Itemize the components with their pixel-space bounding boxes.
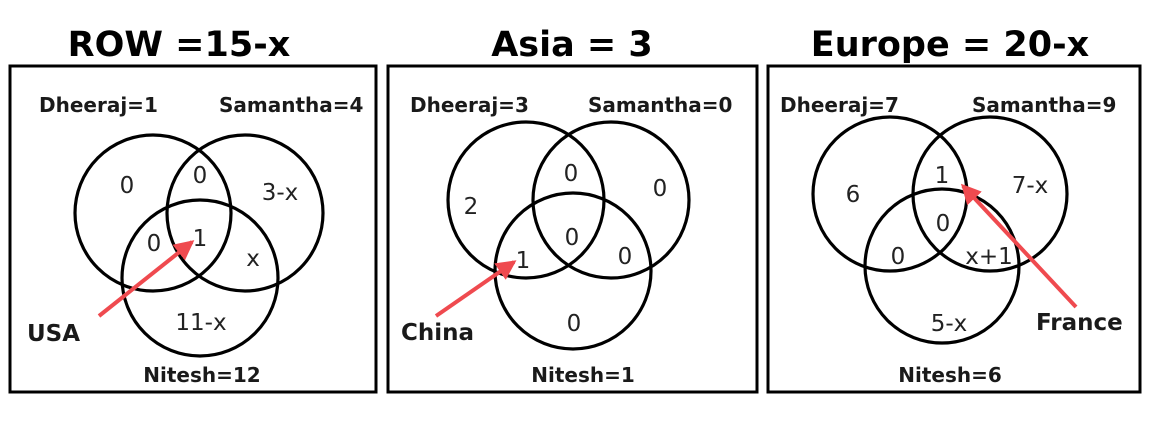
panel-title: Asia = 3 — [491, 25, 653, 65]
region-nitesh-only: 5-x — [931, 311, 968, 337]
set-label-dheeraj: Dheeraj=7 — [780, 93, 899, 117]
callout-arrow — [97, 240, 195, 318]
circle-samantha — [531, 120, 691, 280]
region-dheeraj-only: 0 — [120, 173, 135, 199]
region-samantha-nitesh: 0 — [618, 244, 633, 270]
region-samantha-only: 7-x — [1012, 173, 1049, 199]
panel-row: ROW =15-x Dheeraj=1 Samantha=4 Nitesh=12… — [8, 25, 378, 394]
region-center: 0 — [565, 225, 580, 251]
set-label-nitesh: Nitesh=1 — [531, 363, 635, 387]
region-dheeraj-nitesh: 1 — [516, 248, 531, 274]
panel-frame — [386, 64, 759, 394]
panel-europe: Europe = 20-x Dheeraj=7 Samantha=9 Nites… — [766, 25, 1142, 394]
set-label-samantha: Samantha=4 — [219, 93, 363, 117]
panel-title: ROW =15-x — [68, 25, 291, 65]
circle-samantha — [165, 133, 325, 293]
region-nitesh-only: 11-x — [175, 310, 226, 336]
callout-label: USA — [27, 321, 80, 347]
set-label-samantha: Samantha=0 — [588, 93, 732, 117]
region-samantha-nitesh: x — [246, 246, 260, 272]
set-label-samantha: Samantha=9 — [972, 93, 1116, 117]
region-samantha-only: 3-x — [262, 180, 299, 206]
region-dheeraj-only: 6 — [846, 182, 861, 208]
set-label-dheeraj: Dheeraj=1 — [39, 93, 158, 117]
region-samantha-only: 0 — [653, 176, 668, 202]
region-samantha-nitesh: x+1 — [965, 244, 1013, 270]
set-label-nitesh: Nitesh=6 — [898, 363, 1002, 387]
region-center: 0 — [936, 211, 951, 237]
region-dheeraj-samantha: 0 — [193, 163, 208, 189]
callout-label: France — [1036, 310, 1123, 336]
region-dheeraj-samantha: 1 — [935, 163, 950, 189]
panel-title: Europe = 20-x — [811, 25, 1090, 65]
circle-nitesh — [863, 187, 1021, 345]
set-label-dheeraj: Dheeraj=3 — [410, 93, 529, 117]
panel-frame — [8, 64, 378, 394]
region-center: 1 — [193, 226, 208, 252]
circle-dheeraj — [73, 133, 233, 293]
region-nitesh-only: 0 — [567, 311, 582, 337]
region-dheeraj-only: 2 — [464, 194, 479, 220]
region-dheeraj-nitesh: 0 — [891, 244, 906, 270]
panel-asia: Asia = 3 Dheeraj=3 Samantha=0 Nitesh=1 2… — [386, 25, 759, 394]
region-dheeraj-nitesh: 0 — [147, 231, 162, 257]
set-label-nitesh: Nitesh=12 — [143, 363, 260, 387]
panel-frame — [766, 64, 1142, 394]
callout-label: China — [401, 320, 474, 346]
circle-nitesh — [120, 198, 280, 358]
region-dheeraj-samantha: 0 — [564, 161, 579, 187]
callout-arrow — [960, 183, 1078, 309]
callout-arrow — [434, 260, 517, 318]
